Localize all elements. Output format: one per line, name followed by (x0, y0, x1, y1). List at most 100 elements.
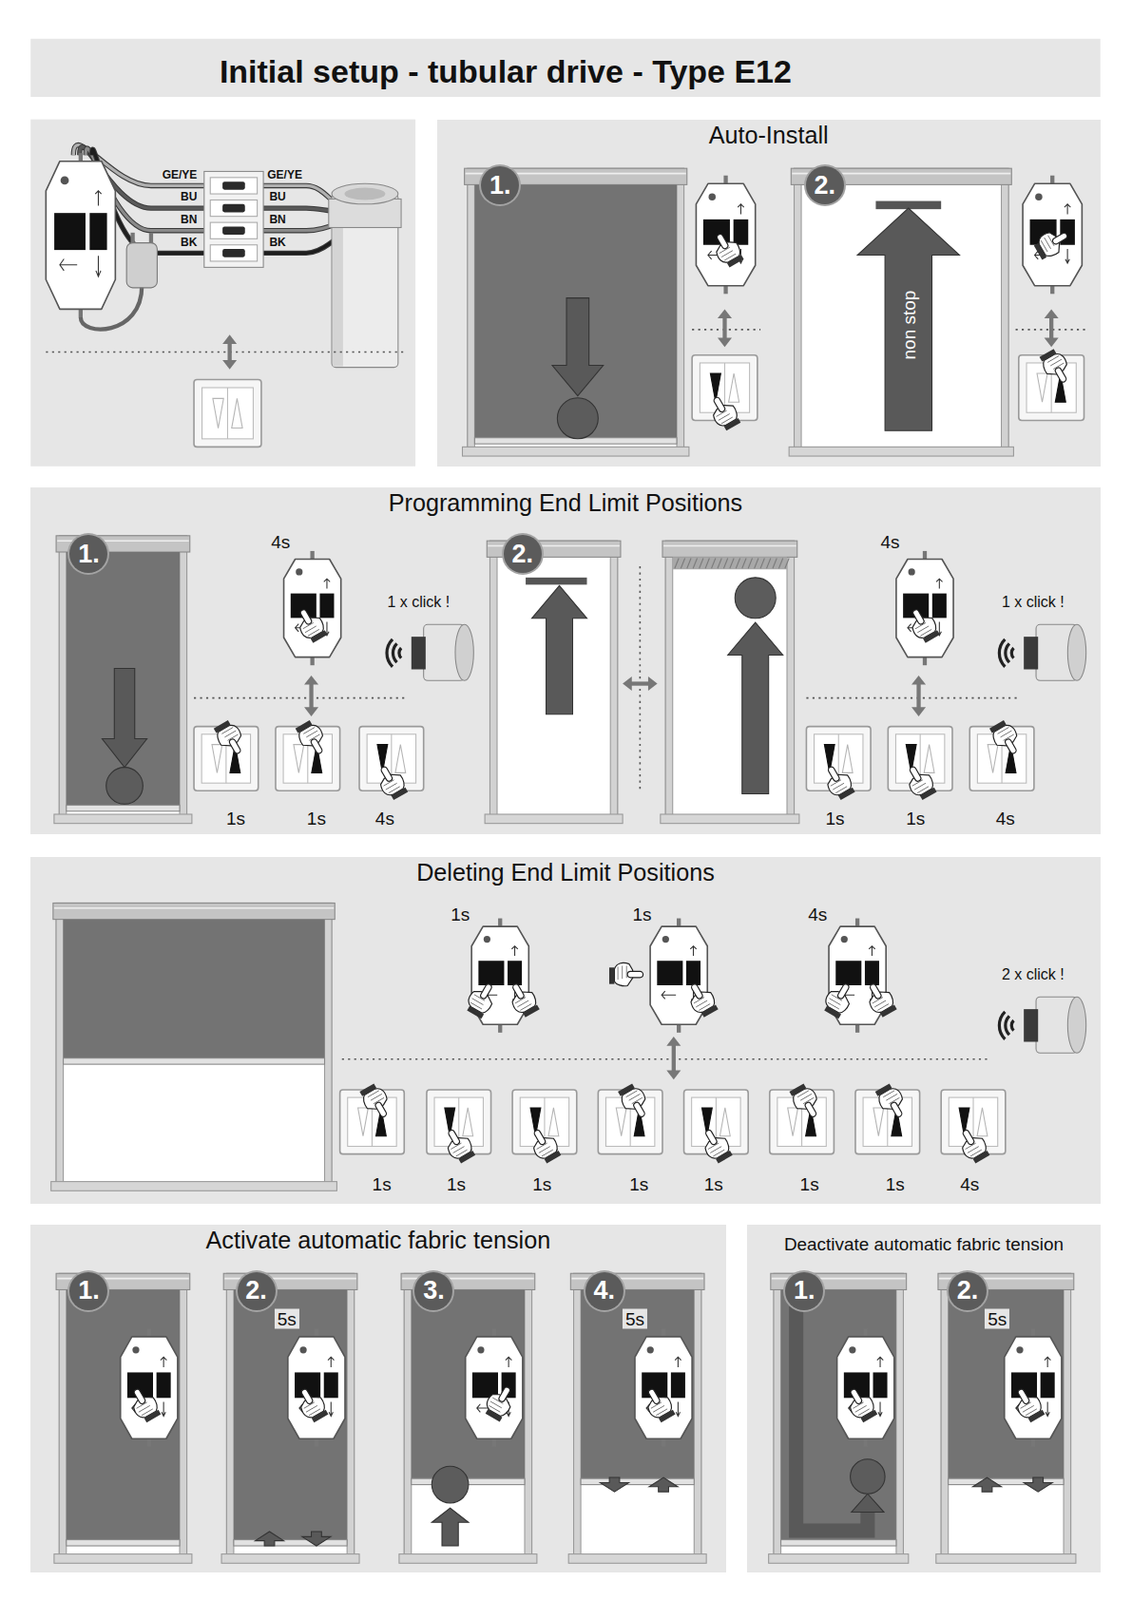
wall-switch (366, 734, 416, 784)
control-unit (848, 1346, 856, 1354)
blind-fabric (66, 1289, 180, 1543)
rolled-fabric (748, 557, 752, 569)
pointing-hand (303, 621, 320, 636)
pointing-hand (727, 254, 745, 268)
double-arrow (717, 337, 732, 347)
pointing-hand (787, 1081, 826, 1123)
rolled-fabric (687, 557, 691, 569)
motion-arrow (431, 1508, 469, 1547)
step-number-badge: 4. (585, 1272, 624, 1311)
control-unit (676, 919, 681, 928)
timing-note: 1 x click ! (1001, 594, 1065, 611)
window-frame (936, 1554, 1076, 1565)
pointing-hand (697, 1125, 735, 1167)
double-arrow (666, 1036, 681, 1047)
window-frame (570, 1273, 705, 1290)
pointing-hand (309, 738, 324, 755)
wall-switch (948, 1097, 998, 1147)
pointing-hand (380, 766, 394, 783)
wall-switch (193, 380, 262, 448)
pointing-hand (609, 962, 644, 986)
pointing-hand (908, 766, 922, 783)
control-unit (863, 1328, 868, 1338)
pointing-hand (997, 727, 1015, 742)
pointing-hand (211, 718, 250, 760)
window-frame (401, 1273, 536, 1290)
pointing-hand (690, 983, 704, 1000)
window-frame (574, 1287, 582, 1562)
window-frame (224, 1278, 357, 1281)
step-number-badge: 1. (69, 1272, 108, 1311)
window-frame (346, 1287, 355, 1562)
control-unit (319, 594, 334, 619)
control-unit (1044, 1357, 1051, 1368)
double-arrow (911, 675, 926, 717)
window-frame (794, 168, 1010, 455)
pointing-hand (826, 995, 844, 1010)
control-unit (723, 286, 728, 295)
timing-note: 1s (372, 1174, 392, 1193)
control-unit (78, 153, 83, 162)
motion-arrow (302, 1532, 331, 1547)
control-unit (299, 1346, 307, 1354)
control-unit (95, 255, 101, 277)
timing-note: 5s (274, 1308, 300, 1329)
blind-fabric (66, 1289, 180, 1547)
pointing-hand (479, 983, 494, 1000)
window-frame (461, 168, 689, 457)
blind-fabric (411, 1289, 525, 1482)
window-frame (676, 182, 685, 455)
window-frame (56, 902, 332, 1190)
control-unit (309, 551, 314, 560)
click-sound-waves (399, 648, 402, 659)
motion-arrow (649, 1477, 678, 1493)
window-frame (221, 1273, 360, 1564)
pointing-hand (374, 1101, 388, 1118)
double-arrow (304, 675, 319, 717)
pointing-hand (310, 630, 328, 643)
pointing-hand (716, 409, 733, 424)
double-arrow (622, 676, 633, 691)
end-position-dot (850, 1459, 886, 1496)
wall-switch (923, 745, 935, 774)
pointing-hand (724, 418, 742, 431)
motion-arrow (532, 585, 588, 714)
window-frame (788, 168, 1014, 457)
pointing-hand (533, 1129, 547, 1146)
bottom-bar (525, 577, 587, 586)
timing-note: 1s (532, 1174, 552, 1193)
control-unit (498, 919, 502, 928)
control-unit (478, 960, 504, 986)
terminal-block (204, 171, 264, 268)
pointing-hand (469, 995, 486, 1010)
pointing-hand (709, 229, 747, 270)
window-frame (54, 1554, 192, 1565)
wall-switch (769, 1090, 835, 1155)
timing-note: 4s (807, 905, 827, 924)
pointing-hand (973, 1151, 991, 1164)
control-unit (147, 1438, 152, 1448)
window-frame (179, 550, 188, 823)
pointing-hand (299, 609, 313, 626)
control-unit (675, 1402, 680, 1418)
window-frame (57, 1278, 190, 1281)
wall-switch (597, 1090, 663, 1155)
window-frame (770, 1273, 907, 1290)
illustration-group (30, 38, 1100, 1564)
pointing-hand (627, 971, 643, 978)
click-sound-waves (1011, 648, 1014, 659)
blind-fabric (948, 1289, 1064, 1485)
pointing-hand (1051, 231, 1068, 246)
page-title: Initial setup - tubular drive - Type E12 (219, 55, 792, 88)
window-frame (399, 1554, 538, 1565)
window-frame (489, 540, 617, 822)
wall-switch (787, 1108, 799, 1137)
window-frame (693, 1287, 702, 1562)
motion-arrow (851, 1494, 884, 1513)
wall-switch (977, 1108, 988, 1137)
window-frame (571, 1278, 704, 1281)
control-unit (120, 1337, 178, 1439)
step-number: 1. (793, 1278, 816, 1305)
wall-switch (275, 727, 341, 792)
blind-fabric (66, 552, 180, 812)
